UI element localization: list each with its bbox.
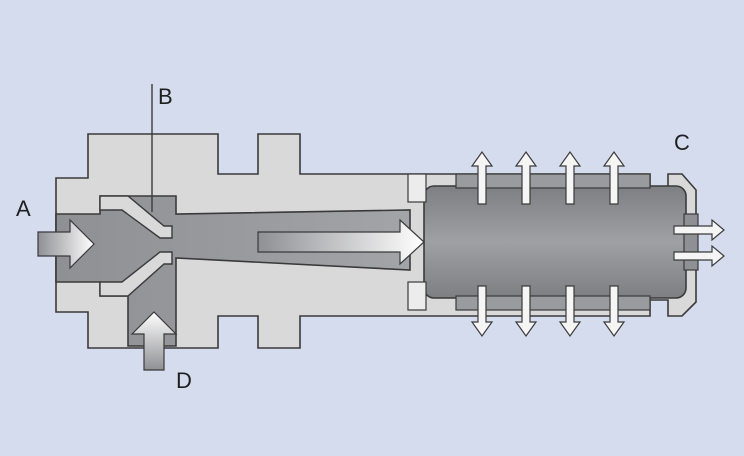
suction-arrow-d bbox=[130, 311, 178, 371]
outlet-arrow bbox=[673, 218, 725, 242]
vent-arrow bbox=[514, 285, 538, 338]
outlet-arrow bbox=[673, 244, 725, 268]
outlet-port bbox=[683, 213, 699, 271]
vent-arrows-top bbox=[470, 150, 626, 205]
outlet-arrows bbox=[673, 218, 725, 268]
vent-arrow bbox=[514, 150, 538, 205]
vent-arrow bbox=[602, 150, 626, 205]
chamber-inlet-block-lower bbox=[407, 281, 427, 311]
chamber-wall-top bbox=[455, 173, 651, 189]
label-b: B bbox=[158, 84, 173, 109]
mixing-chamber bbox=[423, 185, 687, 299]
vent-arrow bbox=[602, 285, 626, 338]
nozzle bbox=[99, 195, 173, 239]
chamber-inlet-block bbox=[407, 173, 427, 203]
chamber-wall-bottom bbox=[455, 295, 651, 311]
vent-arrow bbox=[470, 150, 494, 205]
nozzle-lower bbox=[99, 251, 173, 297]
inlet-arrow-a bbox=[37, 218, 95, 270]
label-d: D bbox=[176, 368, 192, 393]
vent-arrow bbox=[470, 285, 494, 338]
vent-arrow bbox=[558, 285, 582, 338]
vent-arrows-bottom bbox=[470, 285, 626, 338]
label-a: A bbox=[16, 196, 31, 221]
label-c: C bbox=[674, 130, 690, 155]
flow-arrow bbox=[257, 218, 425, 266]
vent-arrow bbox=[558, 150, 582, 205]
